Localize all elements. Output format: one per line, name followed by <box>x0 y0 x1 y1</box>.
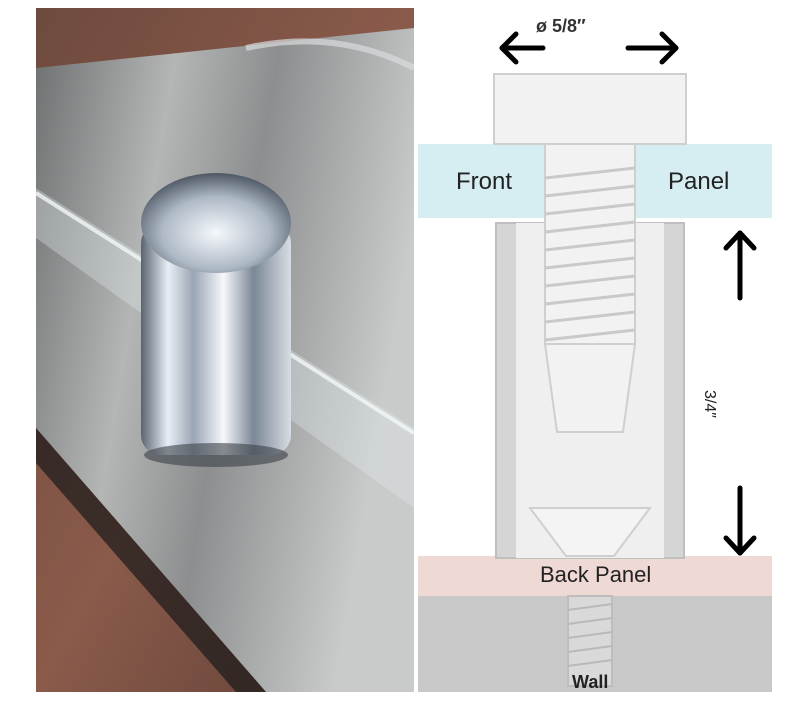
standoff-barrel <box>141 223 291 455</box>
standoff-cap <box>141 173 291 273</box>
reflection-arc <box>245 38 414 71</box>
screw-tip <box>543 343 637 433</box>
screw-threads <box>544 166 636 342</box>
cap-head <box>493 73 687 145</box>
wall-screw-threads <box>567 603 613 667</box>
plate-edge <box>36 428 266 692</box>
height-arrows <box>723 230 757 556</box>
panel-label: Panel <box>668 168 730 195</box>
standoff-photo-illustration <box>36 8 414 692</box>
diagram-drawing <box>418 31 772 692</box>
back-panel-band <box>418 556 772 596</box>
back-panel-label: Back Panel <box>540 562 652 587</box>
wall-screw <box>567 595 613 687</box>
height-label: 3/4″ <box>701 390 718 418</box>
product-photo <box>36 8 414 692</box>
front-label: Front <box>456 168 513 195</box>
standoff-shadow <box>144 443 288 467</box>
standoff-diagram: ø 5/8″ Front Panel 3/4″ Back Panel Wall <box>418 8 772 692</box>
wall-label: Wall <box>572 672 609 692</box>
diameter-label: ø 5/8″ <box>536 16 586 36</box>
diameter-arrows <box>499 31 679 65</box>
countersink <box>528 507 652 557</box>
